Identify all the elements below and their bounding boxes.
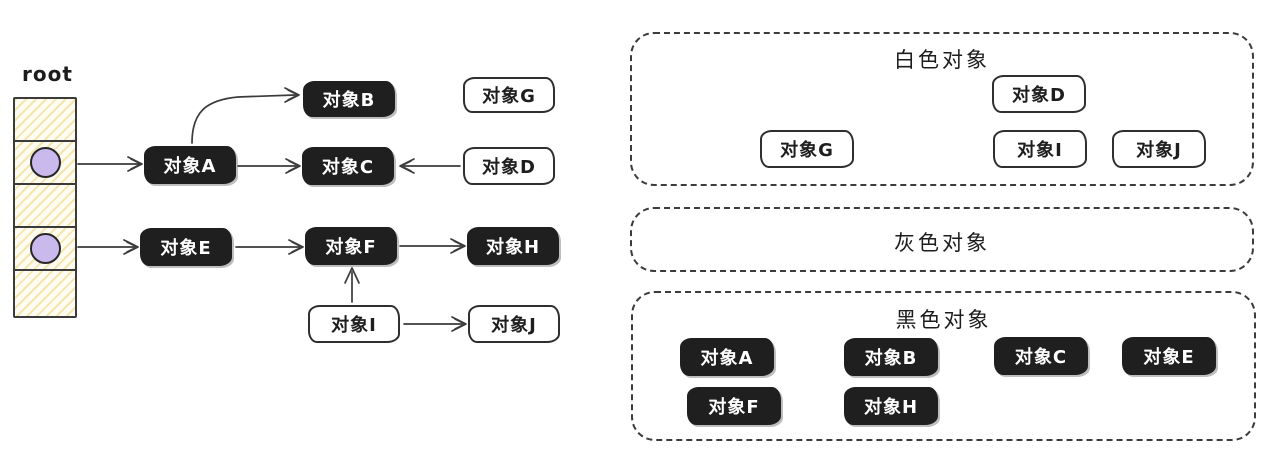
black-chip-E: 对象E (1122, 337, 1216, 375)
root-label: root (22, 62, 73, 86)
root-cell (15, 271, 75, 312)
arrowhead-right (123, 239, 139, 255)
node-H: 对象H (467, 227, 559, 265)
arrowhead-up (344, 267, 360, 284)
black-chip-A: 对象A (680, 338, 774, 376)
panel-white-title: 白色对象 (894, 48, 990, 72)
panel-black-objects: 黑色对象 对象A 对象B 对象C 对象E 对象F 对象H (631, 291, 1256, 441)
node-G: 对象G (463, 77, 555, 113)
arrowhead-right (284, 87, 300, 103)
pointer-dot (29, 233, 61, 264)
white-chip-G: 对象G (760, 130, 854, 168)
node-E: 对象E (140, 228, 232, 266)
arrowhead-left (399, 158, 415, 174)
panel-black-title: 黑色对象 (895, 308, 992, 332)
node-B: 对象B (303, 81, 395, 117)
node-I: 对象I (308, 305, 400, 343)
panel-white-objects: 白色对象 对象G 对象D 对象I 对象J (630, 32, 1254, 186)
edge-A-B (191, 94, 296, 144)
node-C: 对象C (302, 147, 394, 185)
arrowhead-right (450, 238, 466, 254)
white-chip-D: 对象D (992, 75, 1086, 113)
node-F: 对象F (305, 227, 397, 265)
root-cell (15, 185, 75, 228)
arrowhead-right (285, 158, 301, 174)
white-chip-J: 对象J (1112, 130, 1206, 168)
black-chip-F: 对象F (687, 387, 781, 425)
node-A: 对象A (144, 146, 236, 184)
black-chip-B: 对象B (844, 338, 938, 376)
panel-gray-title: 灰色对象 (894, 231, 990, 255)
white-chip-I: 对象I (993, 130, 1087, 168)
root-stack (13, 97, 77, 318)
black-chip-H: 对象H (844, 387, 938, 425)
arrowhead-right (288, 239, 304, 255)
panel-gray-objects: 灰色对象 (630, 207, 1254, 272)
pointer-dot (29, 147, 61, 178)
arrowhead-right (127, 156, 143, 172)
root-cell (15, 99, 75, 142)
node-D: 对象D (463, 147, 555, 185)
arrowhead-right (451, 316, 467, 332)
root-cell (15, 228, 75, 271)
black-chip-C: 对象C (994, 337, 1088, 375)
node-J: 对象J (468, 305, 560, 343)
root-cell (15, 142, 75, 185)
